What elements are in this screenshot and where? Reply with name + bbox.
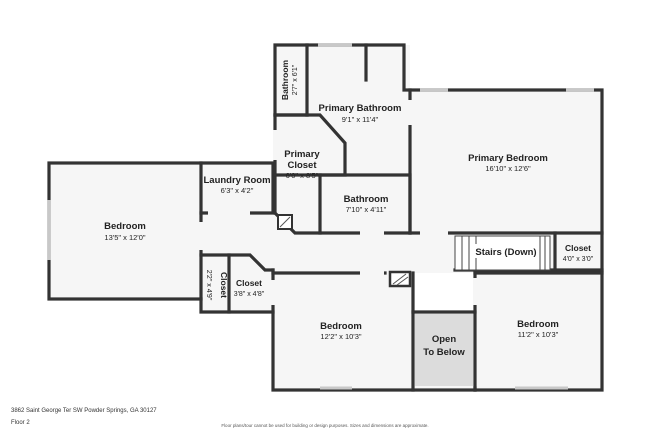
room-label-bath-small: Bathroom 2'7" x 6'1" — [280, 59, 299, 100]
bathroom-mid-dim: 7'10" x 4'11" — [346, 205, 387, 214]
windows — [47, 43, 594, 390]
bedroom-east-name: Bedroom — [517, 319, 559, 330]
doors — [199, 100, 477, 305]
laundry-name: Laundry Room — [203, 175, 270, 186]
hatch-box — [277, 214, 412, 288]
bedroom-east-dim: 11'2" x 10'3" — [518, 330, 559, 339]
closet-vert-name: Closet — [219, 272, 229, 298]
open-below-line1: Open — [432, 334, 456, 345]
open-to-below-area — [415, 314, 473, 386]
bedroom-west-name: Bedroom — [104, 221, 146, 232]
closet-center-name: Closet — [236, 278, 262, 288]
disclaimer: Floor plans/tour cannot be used for buil… — [221, 423, 429, 428]
primary-bedroom-dim: 16'10" x 12'6" — [485, 164, 531, 173]
primary-closet-name-1: Primary — [284, 149, 320, 160]
stairs-name: Stairs (Down) — [475, 247, 536, 258]
bedroom-center-dim: 12'2" x 10'3" — [320, 332, 361, 341]
closet-east-name: Closet — [565, 243, 591, 253]
closet-east-dim: 4'0" x 3'0" — [563, 256, 594, 263]
primary-bath-dim: 9'1" x 11'4" — [342, 115, 379, 124]
primary-bath-name: Primary Bathroom — [319, 103, 402, 114]
property-address: 3862 Saint George Ter SW Powder Springs,… — [11, 408, 157, 414]
bedroom-center-name: Bedroom — [320, 321, 362, 332]
closet-vert-dim: 2'2" x 4'9" — [205, 270, 212, 301]
laundry-dim: 6'3" x 4'2" — [221, 186, 254, 195]
bath-small-dim: 2'7" x 6'1" — [292, 64, 299, 95]
closet-center-dim: 3'8" x 4'8" — [234, 291, 265, 298]
stairs-label-bg — [475, 244, 537, 258]
floor-label: Floor 2 — [11, 420, 30, 426]
open-below-line2: To Below — [423, 347, 465, 358]
bedroom-west-dim: 13'5" x 12'0" — [104, 233, 145, 242]
primary-closet-name-2: Closet — [287, 160, 317, 171]
primary-bedroom-name: Primary Bedroom — [468, 153, 548, 164]
bath-small-name: Bathroom — [280, 59, 290, 100]
primary-closet-dim: 6'0" x 8'5" — [286, 171, 319, 180]
bathroom-mid-name: Bathroom — [344, 194, 389, 205]
